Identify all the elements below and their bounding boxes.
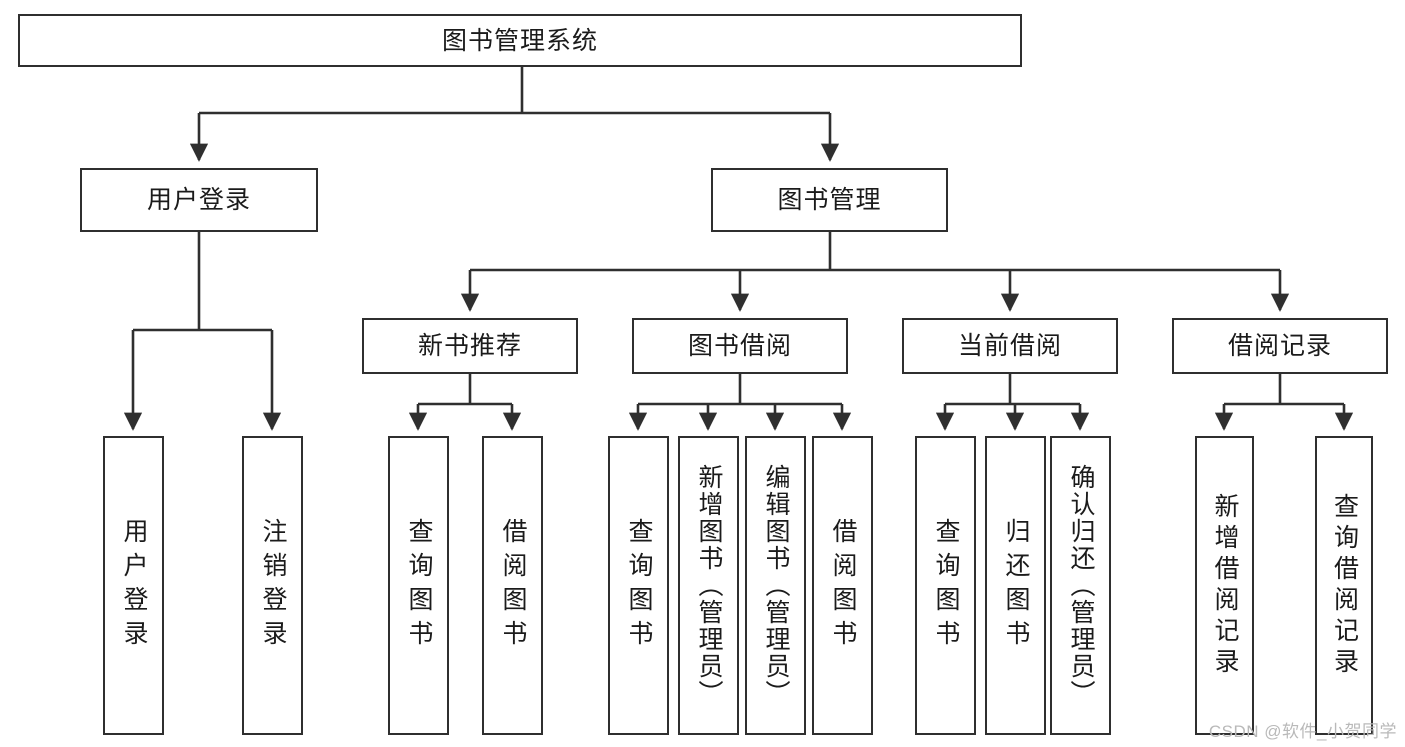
leaf-node[interactable]: 确认归还（管理员） (1050, 436, 1111, 735)
node-new-book-recommend-label: 新书推荐 (417, 332, 522, 360)
leaf-node[interactable]: 查询图书 (388, 436, 449, 735)
node-root[interactable]: 图书管理系统 (18, 14, 1022, 67)
leaf-node[interactable]: 借阅图书 (812, 436, 873, 735)
node-current-borrow[interactable]: 当前借阅 (902, 318, 1118, 374)
leaf-node-label: 新增图书（管理员） (695, 464, 723, 707)
leaf-node-label: 查询图书 (625, 517, 653, 654)
leaf-node[interactable]: 查询图书 (915, 436, 976, 735)
leaf-node-label: 借阅图书 (829, 517, 857, 654)
node-book-borrow-label: 图书借阅 (687, 332, 792, 360)
leaf-node[interactable]: 新增图书（管理员） (678, 436, 739, 735)
leaf-node[interactable]: 编辑图书（管理员） (745, 436, 806, 735)
node-new-book-recommend[interactable]: 新书推荐 (362, 318, 578, 374)
leaf-node-label: 归还图书 (1002, 517, 1030, 654)
leaf-node-label: 用户登录 (120, 517, 148, 654)
leaf-node-label: 新增借阅记录 (1211, 492, 1239, 679)
leaf-node-label: 查询图书 (932, 517, 960, 654)
node-borrow-records-label: 借阅记录 (1227, 332, 1332, 360)
node-user-login[interactable]: 用户登录 (80, 168, 318, 232)
node-borrow-records[interactable]: 借阅记录 (1172, 318, 1388, 374)
leaf-node[interactable]: 新增借阅记录 (1195, 436, 1254, 735)
leaf-node[interactable]: 用户登录 (103, 436, 164, 735)
leaf-node-label: 注销登录 (259, 517, 287, 654)
leaf-node-label: 借阅图书 (499, 517, 527, 654)
leaf-node-label: 编辑图书（管理员） (762, 464, 790, 707)
leaf-node[interactable]: 查询图书 (608, 436, 669, 735)
leaf-node-label: 查询图书 (405, 517, 433, 654)
node-book-management[interactable]: 图书管理 (711, 168, 948, 232)
node-current-borrow-label: 当前借阅 (957, 332, 1062, 360)
leaf-node-label: 确认归还（管理员） (1067, 464, 1095, 707)
node-book-management-label: 图书管理 (777, 186, 882, 214)
node-book-borrow[interactable]: 图书借阅 (632, 318, 848, 374)
node-user-login-label: 用户登录 (146, 186, 251, 214)
leaf-node[interactable]: 归还图书 (985, 436, 1046, 735)
leaf-node[interactable]: 借阅图书 (482, 436, 543, 735)
leaf-node-label: 查询借阅记录 (1330, 492, 1359, 679)
leaf-node[interactable]: 查询借阅记录 (1315, 436, 1373, 735)
leaf-node[interactable]: 注销登录 (242, 436, 303, 735)
node-root-label: 图书管理系统 (441, 26, 598, 55)
